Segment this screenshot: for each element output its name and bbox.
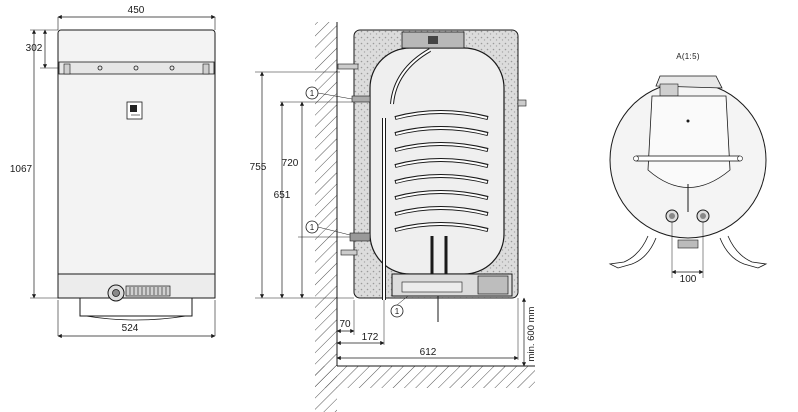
- dim-bottom-spacing: 100: [680, 274, 697, 285]
- wall: [315, 22, 337, 412]
- floor: [315, 366, 535, 388]
- detail-view-title: A(1:5): [676, 52, 700, 61]
- svg-text:1: 1: [395, 307, 400, 316]
- dim-top-width: 450: [128, 5, 145, 16]
- dim-755: 755: [250, 162, 267, 173]
- mounting-bracket: [58, 61, 215, 75]
- svg-text:1: 1: [310, 223, 315, 232]
- dim-bottom-width: 524: [122, 323, 139, 334]
- dim-172: 172: [362, 332, 379, 343]
- detail-view-a: A(1:5) 100: [608, 52, 768, 285]
- dim-min-clearance: min. 600 mm: [526, 306, 537, 361]
- front-view: 450 302 1067 524: [10, 5, 216, 339]
- svg-text:1: 1: [310, 89, 315, 98]
- dim-720: 720: [282, 158, 299, 169]
- dim-70: 70: [339, 319, 351, 330]
- dim-total-height: 1067: [10, 164, 33, 175]
- side-section-view: 755 720 651 1 1 1 70 172 612 min. 600 mm: [250, 22, 537, 412]
- dim-612: 612: [420, 347, 437, 358]
- dim-651: 651: [274, 190, 291, 201]
